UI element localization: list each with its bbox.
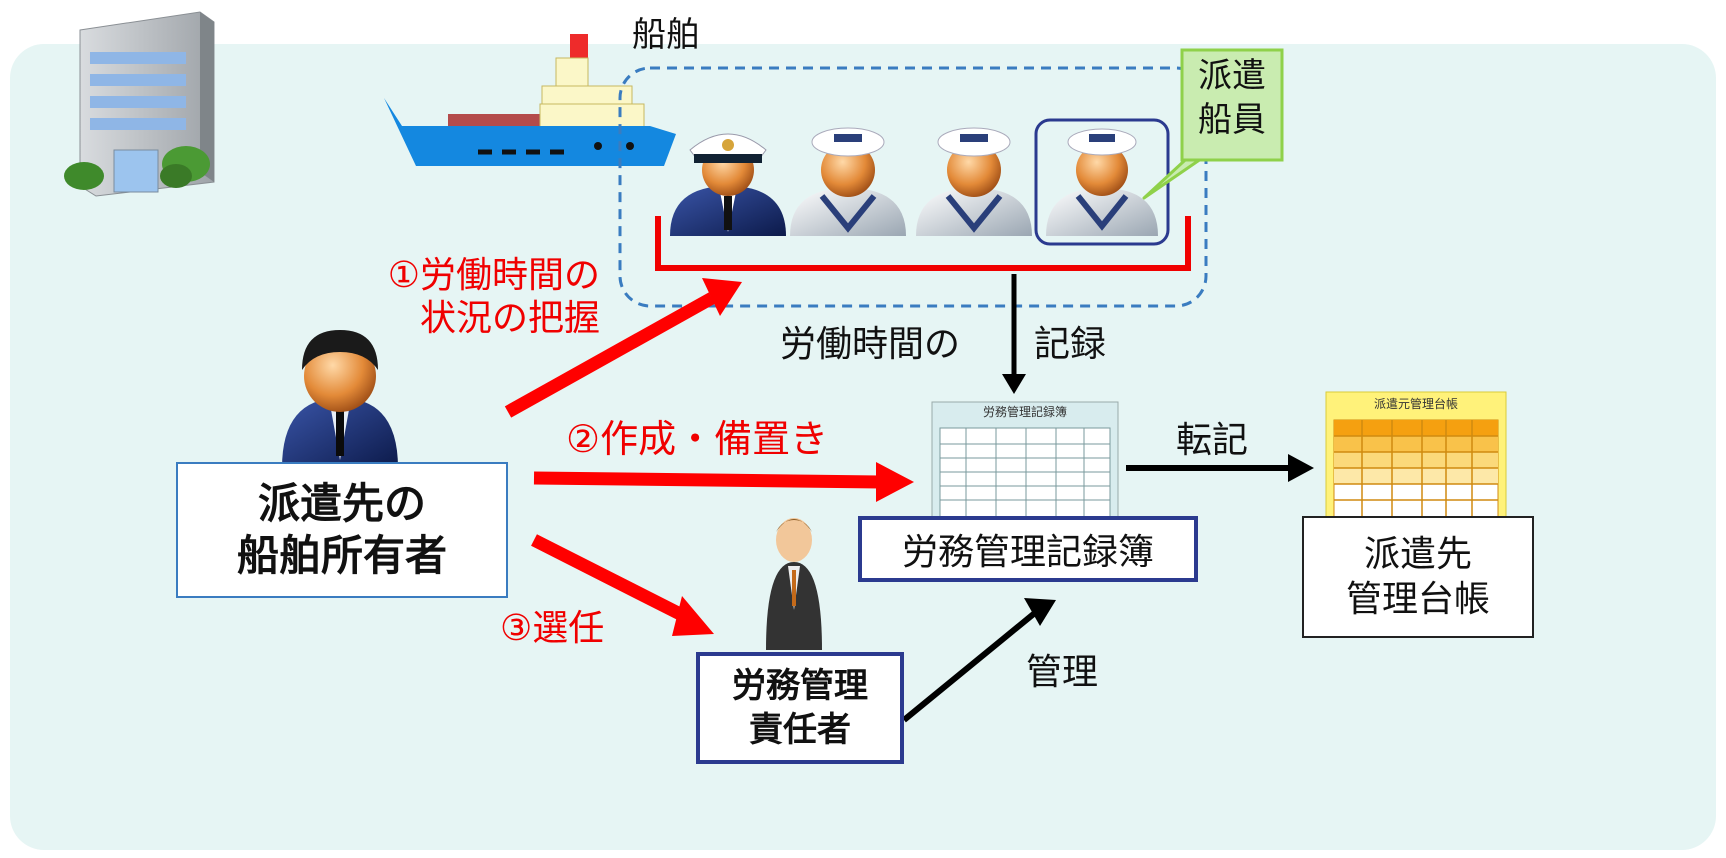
ledger-box: 派遣先 管理台帳 xyxy=(1302,516,1534,638)
building-icon xyxy=(64,11,215,197)
dispatched-crew-callout xyxy=(1142,48,1284,200)
manage-arrow xyxy=(902,609,1038,723)
captain-icon xyxy=(670,133,786,236)
transfer-label: 転記 xyxy=(1176,420,1249,461)
crew-bracket xyxy=(655,216,1191,271)
owner-box-line: 派遣先の xyxy=(257,478,426,528)
ledger-thumbnail-title: 派遣元管理台帳 xyxy=(1373,397,1458,411)
ledger-box-line: 管理台帳 xyxy=(1345,579,1490,620)
suited-man-icon xyxy=(766,518,822,650)
step1-arrow xyxy=(504,292,716,418)
dispatched-crew-line: 派遣 xyxy=(1198,56,1266,96)
step3-label: ③選任 xyxy=(500,608,605,649)
manager-box-line: 責任者 xyxy=(749,710,851,750)
dispatched-crew-line: 船員 xyxy=(1198,100,1266,141)
background-panel xyxy=(10,44,1716,850)
step2-arrow xyxy=(533,471,881,489)
step2-label: ②作成・備置き xyxy=(566,417,829,461)
ship-icon xyxy=(384,34,676,166)
record-label-left: 労働時間の xyxy=(780,324,961,365)
owner-box: 派遣先の 船舶所有者 xyxy=(176,462,508,598)
manage-label: 管理 xyxy=(1026,652,1099,693)
record-book-thumbnail-title: 労務管理記録簿 xyxy=(982,405,1067,419)
record-label-right: 記録 xyxy=(1034,324,1107,365)
manager-box-line: 労務管理 xyxy=(732,665,868,706)
dispatched-crew-label: 派遣 船員 xyxy=(1182,54,1282,142)
sailor-icon xyxy=(916,127,1032,236)
labor-record-book-box: 労務管理記録簿 xyxy=(858,516,1198,582)
ship-boundary xyxy=(618,66,1208,308)
step3-arrow xyxy=(531,534,691,624)
businessman-icon xyxy=(282,330,398,468)
sailor-icon xyxy=(790,127,906,236)
labor-record-book-label: 労務管理記録簿 xyxy=(901,532,1154,573)
ledger-box-line: 派遣先 xyxy=(1363,534,1472,575)
step1-line: 状況の把握 xyxy=(419,298,600,340)
manager-box: 労務管理 責任者 xyxy=(696,652,904,764)
step1-line: ①労働時間の xyxy=(387,255,600,296)
step1-label: ①労働時間の 状況の把握 xyxy=(350,254,600,340)
sailor-icon xyxy=(1046,128,1158,236)
owner-box-line: 船舶所有者 xyxy=(236,531,447,580)
ship-label: 船舶 xyxy=(632,15,700,55)
